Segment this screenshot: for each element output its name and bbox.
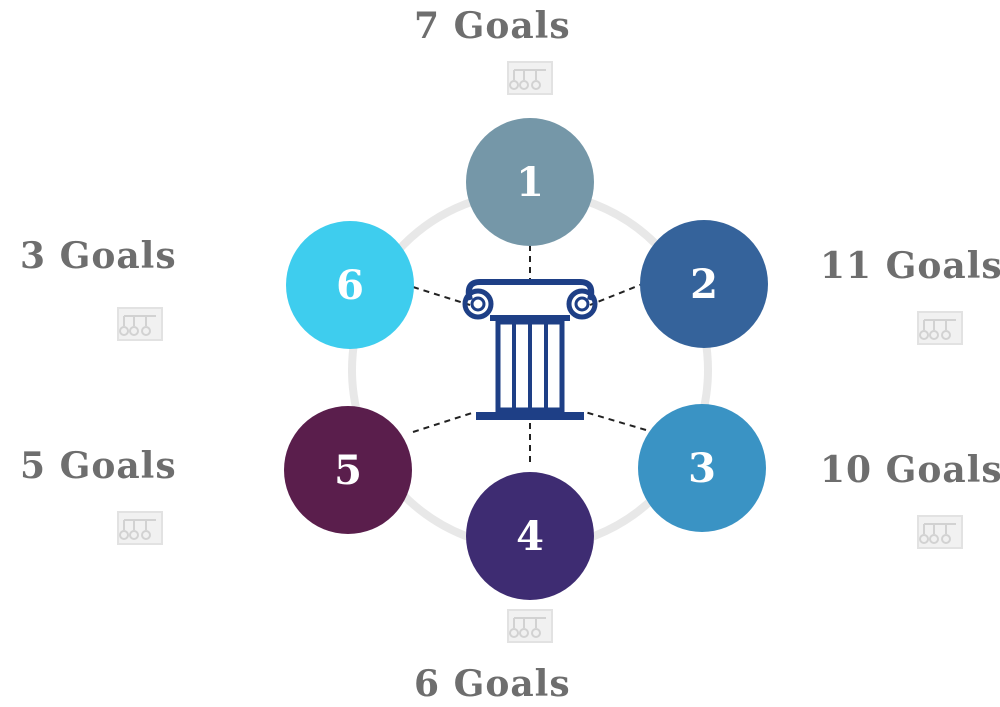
node-4: 4	[466, 472, 594, 600]
chart-placeholder-icon	[917, 515, 963, 549]
greek-pillar-icon	[462, 279, 598, 420]
chart-placeholder-icon	[917, 311, 963, 345]
chart-placeholder-icon	[507, 61, 553, 95]
node-3: 3	[638, 404, 766, 532]
connector-3	[584, 411, 647, 431]
goals-label-3: 10 Goals	[820, 449, 1000, 491]
connector-5	[412, 411, 476, 433]
chart-placeholder-icon	[117, 511, 163, 545]
connector-2	[589, 282, 646, 306]
connector-6	[412, 286, 471, 306]
node-1: 1	[466, 118, 594, 246]
node-5: 5	[284, 406, 412, 534]
goals-label-4: 6 Goals	[414, 663, 571, 705]
goals-label-6: 3 Goals	[20, 235, 177, 277]
goals-label-1: 7 Goals	[414, 5, 571, 47]
goals-label-2: 11 Goals	[820, 245, 1000, 287]
goals-label-5: 5 Goals	[20, 445, 177, 487]
node-6: 6	[286, 221, 414, 349]
chart-placeholder-icon	[507, 609, 553, 643]
chart-placeholder-icon	[117, 307, 163, 341]
node-2: 2	[640, 220, 768, 348]
connector-lines	[412, 245, 647, 462]
